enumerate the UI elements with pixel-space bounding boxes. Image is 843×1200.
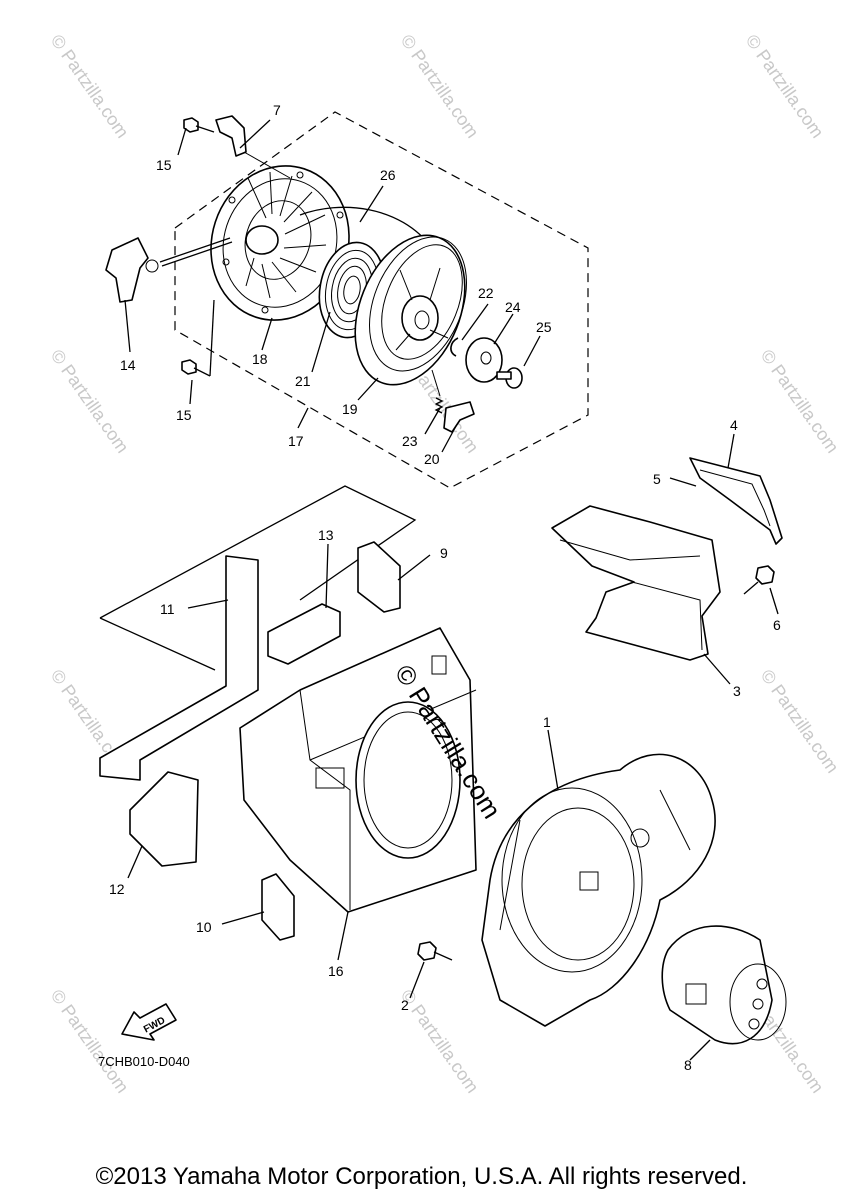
callout-14: 14	[120, 357, 136, 373]
fan-cover-group	[417, 753, 787, 1045]
callout-26: 26	[380, 167, 396, 183]
callout-23: 23	[402, 433, 418, 449]
watermark: © Partzilla.com	[397, 986, 483, 1097]
starter-case-drawing	[210, 165, 350, 321]
ratchet-drawing	[443, 401, 475, 433]
callout-8: 8	[684, 1057, 692, 1073]
bolt-2-drawing	[417, 941, 453, 961]
watermark: © Partzilla.com	[742, 31, 828, 142]
drawing-code: 7CHB010-D040	[98, 1054, 190, 1069]
callout-16: 16	[328, 963, 344, 979]
callout-1: 1	[543, 714, 551, 730]
callout-4: 4	[730, 417, 738, 433]
bolt-6-drawing	[743, 565, 775, 595]
cowling-group	[99, 485, 477, 941]
callout-6: 6	[773, 617, 781, 633]
callout-9: 9	[440, 545, 448, 561]
pad-9-drawing	[357, 541, 401, 613]
air-shroud-group	[551, 457, 783, 661]
sealing-strip-drawing	[99, 555, 259, 781]
callout-7: 7	[273, 102, 281, 118]
pad-12-drawing	[129, 771, 199, 867]
pad-13-drawing	[267, 603, 341, 665]
copyright-footer: ©2013 Yamaha Motor Corporation, U.S.A. A…	[95, 1163, 748, 1190]
rope-guide-drawing	[215, 115, 247, 157]
callout-5: 5	[653, 471, 661, 487]
callout-22: 22	[478, 285, 494, 301]
callout-10: 10	[196, 919, 212, 935]
callout-3: 3	[733, 683, 741, 699]
watermark: © Partzilla.com	[47, 986, 133, 1097]
callout-13: 13	[318, 527, 334, 543]
bolt-15-bottom-drawing	[181, 299, 215, 377]
watermark: © Partzilla.com	[757, 666, 843, 777]
screw-drawing	[496, 367, 523, 389]
bolt-15-top-drawing	[183, 117, 215, 133]
callout-18: 18	[252, 351, 268, 367]
callout-21: 21	[295, 373, 311, 389]
callout-24: 24	[505, 299, 521, 315]
circlip-drawing	[450, 337, 459, 357]
seal-drawing	[689, 457, 783, 545]
watermark: © Partzilla.com	[397, 31, 483, 142]
callout-15-top: 15	[156, 157, 172, 173]
callout-12: 12	[109, 881, 125, 897]
recoil-starter-assembly	[105, 111, 589, 489]
callout-15-bottom: 15	[176, 407, 192, 423]
callout-19: 19	[342, 401, 358, 417]
callout-20: 20	[424, 451, 440, 467]
callout-11: 11	[160, 601, 175, 617]
starter-rope-drawing	[299, 206, 433, 249]
callout-labels: 1 2 3 4 5 6 7 8 9 10 11 12 13 14 15 15 1…	[109, 102, 781, 1073]
ratchet-spring-drawing	[434, 397, 444, 414]
drive-plate-drawing	[465, 337, 503, 383]
leader-lines	[124, 119, 779, 1061]
watermark: © Partzilla.com	[47, 31, 133, 142]
callout-17: 17	[288, 433, 304, 449]
callout-25: 25	[536, 319, 552, 335]
callout-2: 2	[401, 997, 409, 1013]
reel-pulley-drawing	[354, 234, 467, 386]
fwd-arrow: FWD	[121, 1003, 177, 1041]
starter-handle-drawing	[105, 237, 149, 303]
starter-cup-drawing	[661, 925, 787, 1045]
watermark: © Partzilla.com	[757, 346, 843, 457]
pad-10-drawing	[261, 873, 295, 941]
assembly-boundary-dashed	[174, 111, 589, 489]
